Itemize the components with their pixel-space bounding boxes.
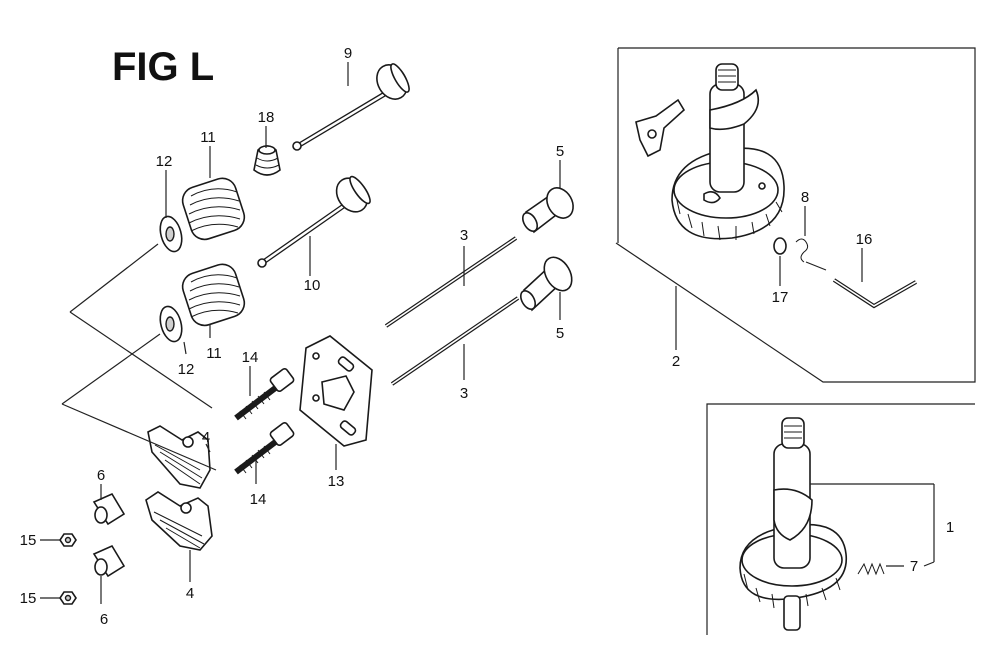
spring-7 <box>857 562 885 576</box>
callout-14-lower: 14 <box>250 491 267 508</box>
callout-9: 9 <box>344 45 352 62</box>
valve-spring-lower <box>181 263 246 327</box>
tappet-upper <box>521 187 574 234</box>
valve-spring-upper <box>181 177 246 241</box>
callout-13: 13 <box>328 473 345 490</box>
rocker-pin-upper <box>92 492 126 526</box>
callout-18: 18 <box>258 109 275 126</box>
nut-upper <box>59 533 77 547</box>
callout-5-lower: 5 <box>556 325 564 342</box>
callout-4-lower: 4 <box>186 585 194 602</box>
callout-6-lower: 6 <box>100 611 108 628</box>
push-rod-guide-plate <box>299 335 373 447</box>
rocker-arm-upper <box>147 425 211 489</box>
pin-17 <box>773 237 787 255</box>
rocker-arm-lower <box>145 491 213 551</box>
exhaust-valve <box>257 175 371 268</box>
callout-8: 8 <box>801 189 809 206</box>
callout-17: 17 <box>772 289 789 306</box>
callout-15-lower: 15 <box>20 590 37 607</box>
valve-stem-seal <box>253 145 281 176</box>
leader-lines <box>40 62 935 604</box>
nut-lower <box>59 591 77 605</box>
callout-12-upper: 12 <box>156 153 173 170</box>
callout-4-upper: 4 <box>202 429 210 446</box>
callout-3-lower: 3 <box>460 385 468 402</box>
tappet-lower <box>519 256 573 312</box>
callout-16: 16 <box>856 231 873 248</box>
camshaft-inset <box>706 403 975 635</box>
pivot-bolt-lower <box>234 421 295 475</box>
callout-3-upper: 3 <box>460 227 468 244</box>
callout-12-lower: 12 <box>178 361 195 378</box>
callout-5-upper: 5 <box>556 143 564 160</box>
rocker-pin-lower <box>92 544 126 578</box>
callout-10: 10 <box>304 277 321 294</box>
push-rod-upper <box>384 236 518 328</box>
callout-7: 7 <box>910 558 918 575</box>
push-rod-lower <box>390 296 520 386</box>
spring-retainer-upper <box>159 215 183 253</box>
wire-16 <box>832 278 917 309</box>
decompressor-spring-8 <box>795 238 827 271</box>
intake-valve <box>292 63 410 151</box>
callout-6-upper: 6 <box>97 467 105 484</box>
figure-title: FIG L <box>112 45 214 89</box>
camshaft-assembly-inset <box>615 47 976 383</box>
camshaft-gear-2 <box>671 63 785 241</box>
callout-11-lower: 11 <box>206 345 222 362</box>
pivot-bolt-upper <box>234 367 295 421</box>
callout-11-upper: 11 <box>200 129 216 146</box>
callout-15-upper: 15 <box>20 532 37 549</box>
spring-retainer-lower <box>159 305 183 343</box>
decompressor-weight <box>635 98 686 158</box>
retainer-bracket-lines <box>61 243 217 471</box>
callout-2: 2 <box>672 353 680 370</box>
camshaft-gear-1 <box>739 417 848 631</box>
callout-1: 1 <box>946 519 954 536</box>
callout-14-upper: 14 <box>242 349 259 366</box>
